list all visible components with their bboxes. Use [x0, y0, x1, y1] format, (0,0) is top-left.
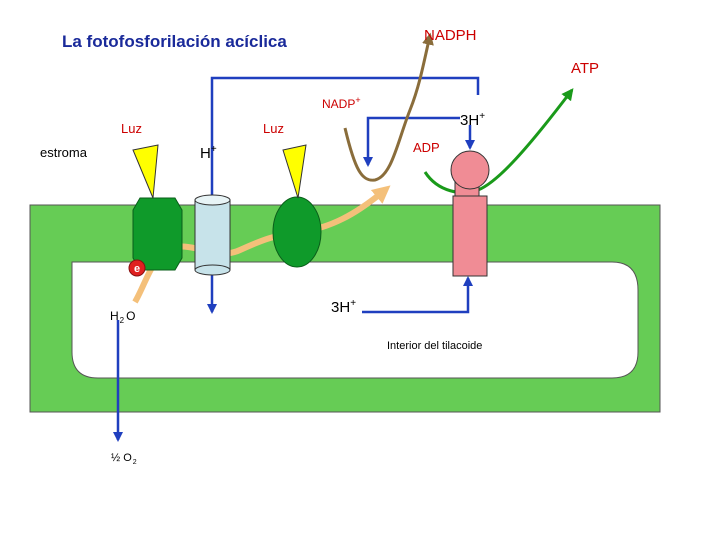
atp-synthase: [450, 150, 490, 277]
thylakoid-membrane: [29, 204, 661, 413]
photosystem-i: [272, 196, 322, 268]
proton-return-arrow: [362, 276, 473, 314]
proton-loop-arrow: [210, 76, 480, 200]
page-title: La fotofosforilación acíclica: [62, 32, 287, 51]
cytochrome-cylinder: [194, 194, 231, 276]
light-beam-1: [132, 144, 159, 199]
atp-arrow: [423, 88, 574, 194]
electron-marker: [128, 259, 146, 277]
thylakoid-interior-label: Interior del tilacoide: [387, 340, 482, 352]
atp-label: ATP: [571, 60, 599, 77]
luz-label-1: Luz: [121, 121, 142, 136]
nadph-arrow: [343, 32, 434, 182]
nadp-label: NADP+: [322, 95, 361, 111]
oxygen-label: ½ O2: [111, 452, 137, 466]
adp-label: ADP: [413, 140, 440, 155]
photosystem-ii: [132, 197, 183, 271]
luz-label-2: Luz: [263, 121, 284, 136]
light-beam-2: [282, 144, 307, 199]
estroma-label: estroma: [40, 145, 88, 160]
proton-3h-top-label: 3H+: [460, 111, 485, 129]
proton-3h-bottom-label: 3H+: [331, 298, 356, 316]
electron-label: e: [134, 263, 140, 275]
proton-h-label: H+: [200, 144, 217, 162]
nadp-input-arrow: [363, 116, 460, 167]
nadph-label: NADPH: [424, 27, 477, 44]
